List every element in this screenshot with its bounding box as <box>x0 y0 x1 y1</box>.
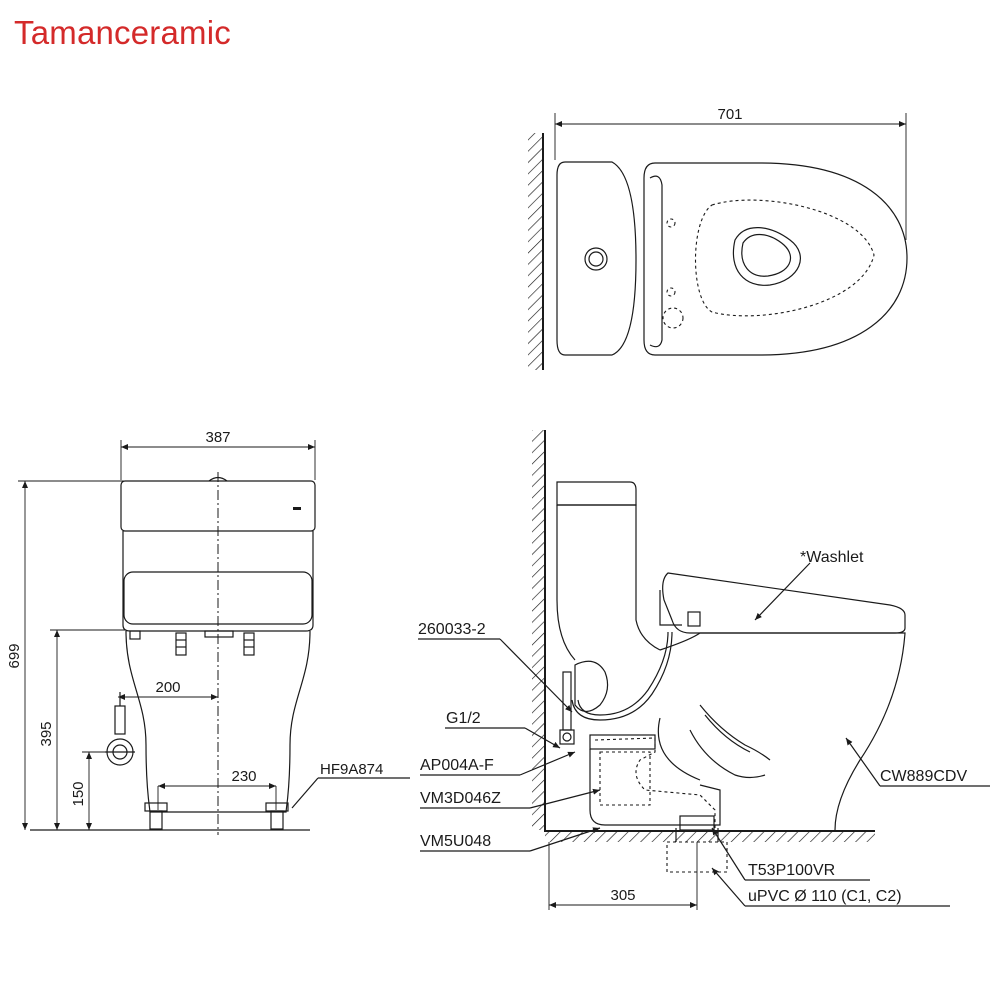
side-bowl-outline <box>659 632 906 831</box>
front-bolt-spacing-dim: 230 <box>231 768 256 785</box>
front-supply-height-dim: 150 <box>70 781 87 806</box>
side-valve-pipe <box>562 671 572 731</box>
side-floor-hatch <box>545 832 875 842</box>
drain-pipe-hidden <box>666 841 728 873</box>
part-adapter: VM3D046Z <box>420 790 501 807</box>
front-bowl-outline <box>125 630 311 813</box>
side-supply-hose <box>577 631 669 716</box>
supply-valve-icon <box>105 692 135 766</box>
flush-button-icon <box>584 247 608 271</box>
part-washlet: *Washlet <box>800 549 864 566</box>
part-thread: G1/2 <box>446 710 481 727</box>
side-view: 305 <box>418 430 990 910</box>
front-seat-height-dim: 395 <box>38 721 55 746</box>
part-outlet: T53P100VR <box>748 862 835 879</box>
brand-watermark: Tamanceramic <box>14 14 231 51</box>
top-tank-outline <box>556 161 637 356</box>
top-bowl-rim-hidden <box>694 199 875 317</box>
top-view: 701 <box>528 106 908 370</box>
side-tank-lid <box>556 481 637 506</box>
top-width-dim: 701 <box>717 106 742 123</box>
side-wall-offset-dim: 305 <box>610 887 635 904</box>
part-floor-bolt: HF9A874 <box>320 761 383 778</box>
front-tank-outline <box>120 480 316 532</box>
part-valve: AP004A-F <box>420 757 494 774</box>
side-trap-hidden <box>594 737 716 828</box>
adapter-block <box>589 734 656 750</box>
floor-bolts <box>144 802 289 830</box>
front-height-dim: 699 <box>6 643 23 668</box>
side-wall-hatch <box>532 430 544 830</box>
top-bowl-outline <box>643 162 908 356</box>
front-width-dim: 387 <box>205 429 230 446</box>
part-bowl: CW889CDV <box>880 768 967 785</box>
top-wall-hatch <box>528 133 542 370</box>
front-supply-offset-dim: 200 <box>155 679 180 696</box>
seat-bolts <box>129 630 255 656</box>
side-tank-body <box>556 505 576 661</box>
part-drain-pipe: uPVC Ø 110 (C1, C2) <box>748 888 902 905</box>
washlet-seat <box>662 572 906 634</box>
part-hose: 260033-2 <box>418 621 486 638</box>
part-floor-flange: VM5U048 <box>420 833 491 850</box>
top-water-outlet <box>732 227 801 286</box>
front-view: 387 699 395 150 200 230 <box>6 429 410 835</box>
